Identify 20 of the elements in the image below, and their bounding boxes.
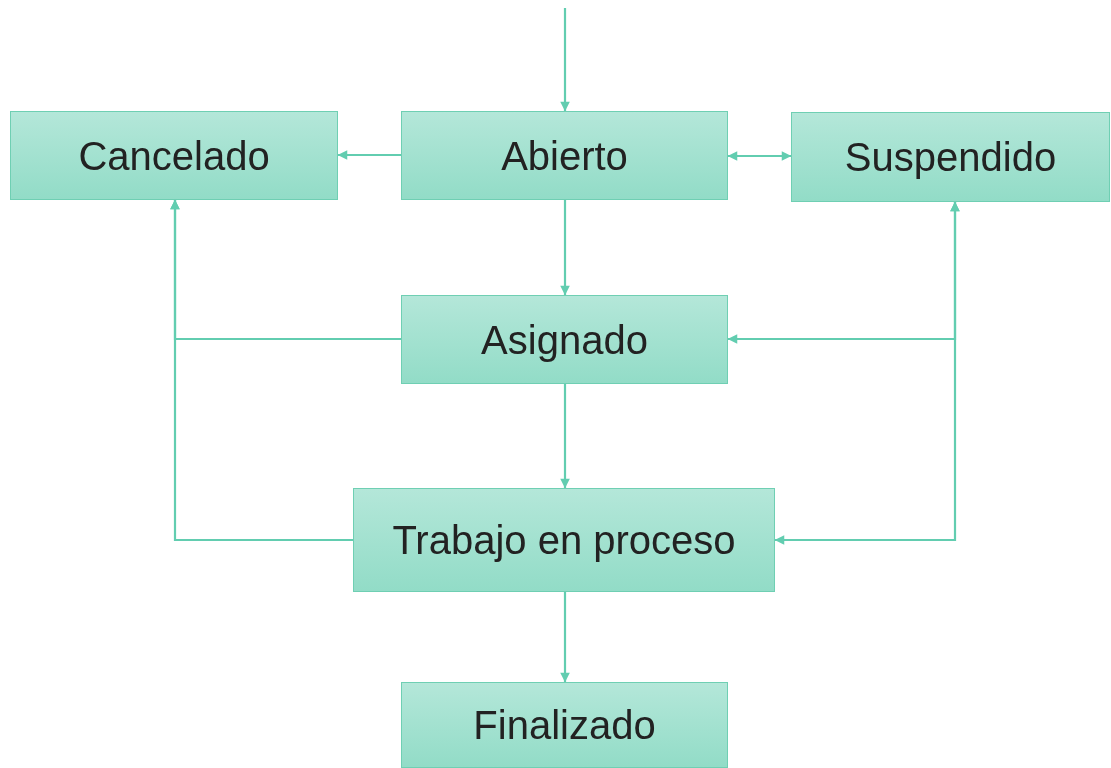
arrow bbox=[170, 199, 353, 542]
arrow bbox=[774, 201, 960, 545]
arrow bbox=[337, 150, 401, 160]
arrow bbox=[560, 200, 570, 296]
state-box bbox=[401, 111, 728, 200]
state-label: Cancelado bbox=[77, 133, 271, 178]
arrow bbox=[560, 384, 570, 489]
state-label: Trabajo en proceso bbox=[391, 518, 737, 562]
arrow bbox=[560, 8, 570, 112]
state-box bbox=[10, 111, 338, 200]
arrow bbox=[727, 151, 792, 161]
state-box bbox=[401, 295, 728, 384]
state-label: Suspendido bbox=[843, 135, 1058, 179]
state-box bbox=[353, 488, 775, 592]
state-label: Asignado bbox=[480, 317, 649, 362]
state-box bbox=[791, 112, 1110, 202]
arrow bbox=[560, 592, 570, 683]
state-box bbox=[401, 682, 728, 768]
state-label: Finalizado bbox=[472, 703, 657, 747]
state-label: Abierto bbox=[500, 133, 629, 178]
